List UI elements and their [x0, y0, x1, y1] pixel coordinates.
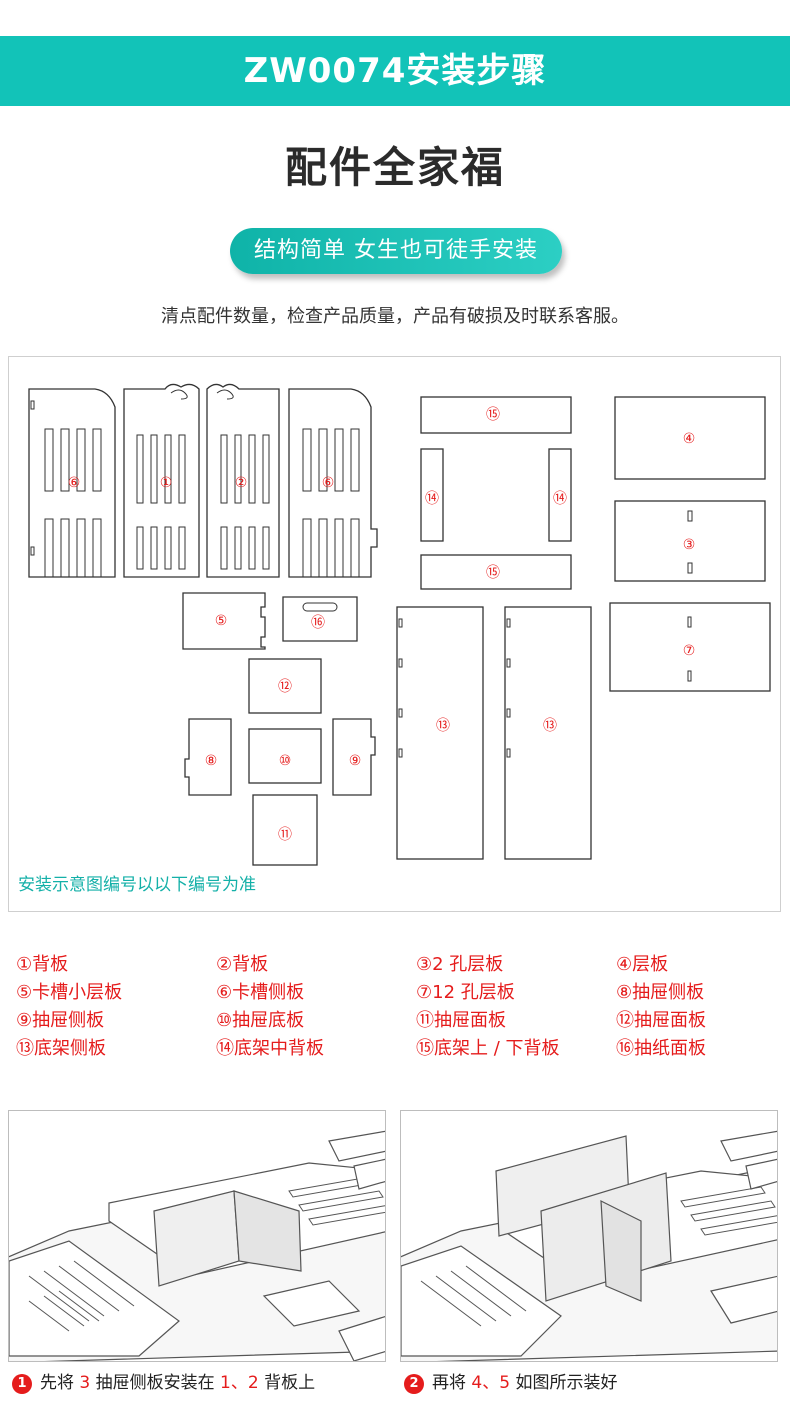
legend-item: ⑧抽屉侧板 [616, 982, 705, 1003]
part-15-bottom [420, 554, 572, 590]
part-16 [282, 596, 358, 642]
step-2-text: 如图所示装好 [510, 1373, 618, 1393]
label-12: ⑫ [278, 679, 292, 695]
legend-item: ⑯抽纸面板 [616, 1038, 706, 1059]
label-14b: ⑭ [553, 491, 567, 507]
label-9: ⑨ [349, 753, 362, 769]
legend-item: ②背板 [216, 954, 269, 975]
legend-item: ⑦12 孔层板 [416, 982, 515, 1003]
parts-diagram: ⑥ ① ② ⑥ ⑮ ⑭ ⑭ ⑮ ④ ③ ⑤ ⑯ ⑦ ⑫ ⑬ ⑬ ⑧ ⑩ ⑨ ⑪ [28, 383, 771, 866]
part-14-left [420, 448, 444, 542]
legend-item: ④层板 [616, 954, 669, 975]
label-7: ⑦ [683, 643, 696, 659]
part-7 [609, 602, 771, 692]
label-13b: ⑬ [543, 718, 557, 734]
label-10: ⑩ [279, 753, 292, 769]
label-1: ① [160, 475, 173, 491]
label-2: ② [235, 475, 248, 491]
legend-item: ⑬底架侧板 [16, 1038, 106, 1059]
label-14a: ⑭ [425, 491, 439, 507]
part-13-right [504, 606, 592, 860]
step-1-text: 背板上 [258, 1373, 316, 1393]
step-1-part: 3 [79, 1373, 91, 1393]
header-banner: ZW0074安装步骤 [0, 36, 790, 106]
step-1-part: 1、2 [220, 1373, 259, 1393]
part-8 [184, 718, 232, 796]
step-1-text: 抽屉侧板安装在 [90, 1373, 221, 1393]
page-title: 配件全家福 [284, 143, 505, 192]
decorative-fine-print [150, 192, 640, 210]
label-5: ⑤ [215, 613, 228, 629]
legend-item: ⑫抽屉面板 [616, 1010, 706, 1031]
part-12 [248, 658, 322, 714]
label-13a: ⑬ [436, 718, 450, 734]
label-3: ③ [683, 537, 696, 553]
label-6b: ⑥ [322, 475, 335, 491]
step-2-number: 2 [404, 1374, 424, 1394]
step-2-part: 4、5 [471, 1373, 511, 1393]
banner-title: ZW0074安装步骤 [243, 51, 547, 91]
label-4: ④ [683, 431, 696, 447]
step-1-number: 1 [12, 1374, 32, 1394]
legend-item: ⑨抽屉侧板 [16, 1010, 105, 1031]
legend-item: ⑥卡槽侧板 [216, 982, 305, 1003]
step-1-text: 先将 [40, 1373, 80, 1393]
part-9 [332, 718, 376, 796]
part-4 [614, 396, 766, 480]
part-3 [614, 500, 766, 582]
part-11 [252, 794, 318, 866]
step-1-illustration [8, 1110, 386, 1362]
part-1 [123, 383, 200, 578]
part-2 [206, 383, 280, 578]
label-8: ⑧ [205, 753, 218, 769]
label-16: ⑯ [311, 615, 325, 631]
step-2-illustration [400, 1110, 778, 1362]
intro-text: 清点配件数量，检查产品质量，产品有破损及时联系客服。 [161, 306, 629, 327]
label-6a: ⑥ [68, 475, 81, 491]
step-2-text: 再将 [432, 1373, 472, 1393]
part-6-right [288, 388, 378, 578]
part-6-left [28, 388, 116, 578]
feature-pill: 结构简单 女生也可徒手安装 [230, 228, 562, 274]
part-13-left [396, 606, 484, 860]
label-15b: ⑮ [486, 565, 500, 581]
part-5 [182, 592, 266, 650]
legend-item: ⑤卡槽小层板 [16, 982, 123, 1003]
legend-item: ⑮底架上 / 下背板 [416, 1038, 560, 1059]
step-1-caption: 1 先将 3 抽屉侧板安装在 1、2 背板上 [12, 1368, 315, 1394]
legend-item: ①背板 [16, 954, 69, 975]
part-15-top [420, 396, 572, 434]
part-14-right [548, 448, 572, 542]
legend-item: ⑩抽屉底板 [216, 1010, 305, 1031]
part-10 [248, 728, 322, 784]
label-11: ⑪ [278, 827, 292, 843]
legend-item: ⑪抽屉面板 [416, 1010, 506, 1031]
label-15a: ⑮ [486, 407, 500, 423]
step-2-caption: 2 再将 4、5 如图所示装好 [404, 1368, 617, 1394]
diagram-caption: 安装示意图编号以以下编号为准 [18, 875, 256, 895]
legend-item: ③2 孔层板 [416, 954, 504, 975]
parts-diagram-panel: ⑥ ① ② ⑥ ⑮ ⑭ ⑭ ⑮ ④ ③ ⑤ ⑯ ⑦ ⑫ ⑬ ⑬ ⑧ ⑩ ⑨ ⑪ [8, 356, 781, 912]
legend-item: ⑭底架中背板 [216, 1038, 324, 1059]
